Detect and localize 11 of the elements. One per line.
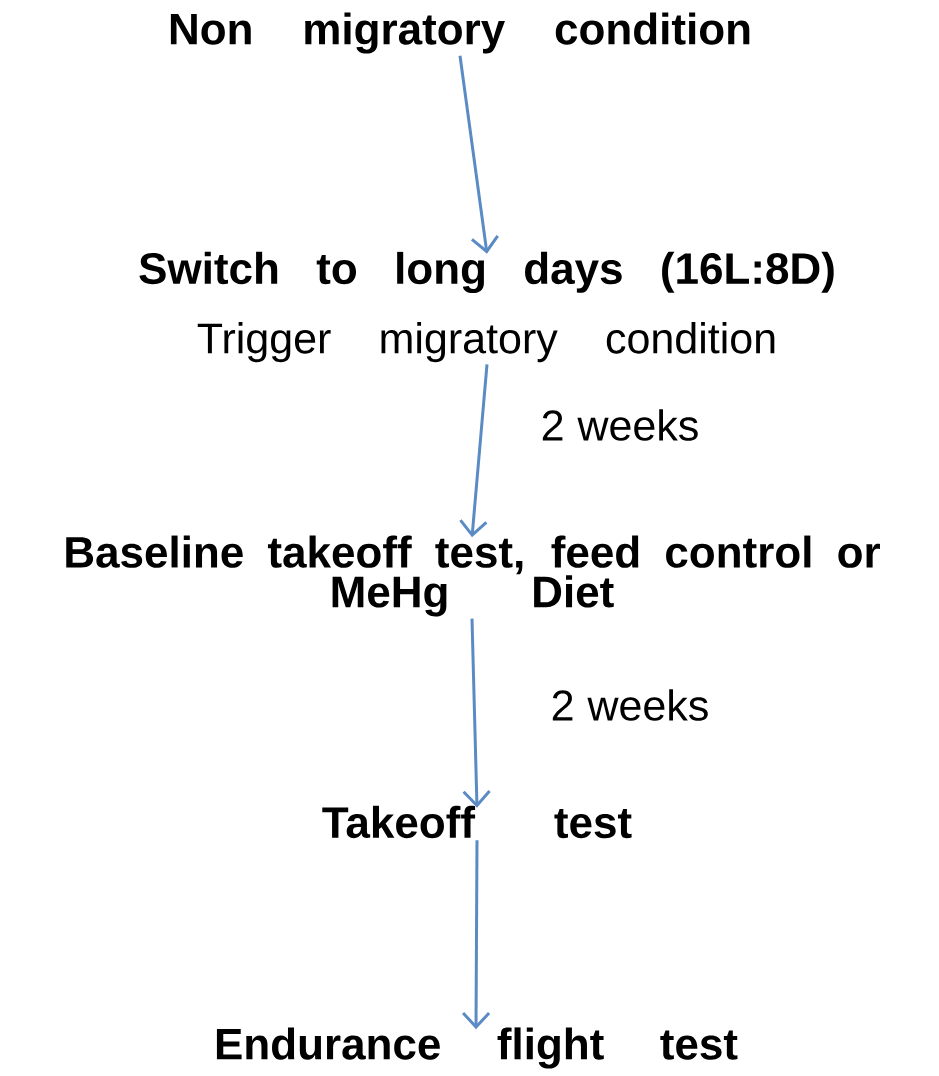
edge-label: 2 weeks (538, 407, 702, 443)
arrow (462, 840, 491, 1030)
arrow (458, 55, 499, 254)
edge-label: 2 weeks (548, 687, 712, 723)
step-text: Switch to long days (16L:8D) Trigger migratory condition (139, 251, 834, 363)
arrow (459, 364, 489, 538)
step-text: Baseline takeoff test, feed control or MeHg Diet (66, 535, 880, 617)
arrow (462, 618, 491, 808)
step-text: Takeoff test (322, 805, 632, 839)
step-text: Endurance flight test (216, 1027, 738, 1069)
step-text: Non migratory condition (170, 12, 750, 54)
